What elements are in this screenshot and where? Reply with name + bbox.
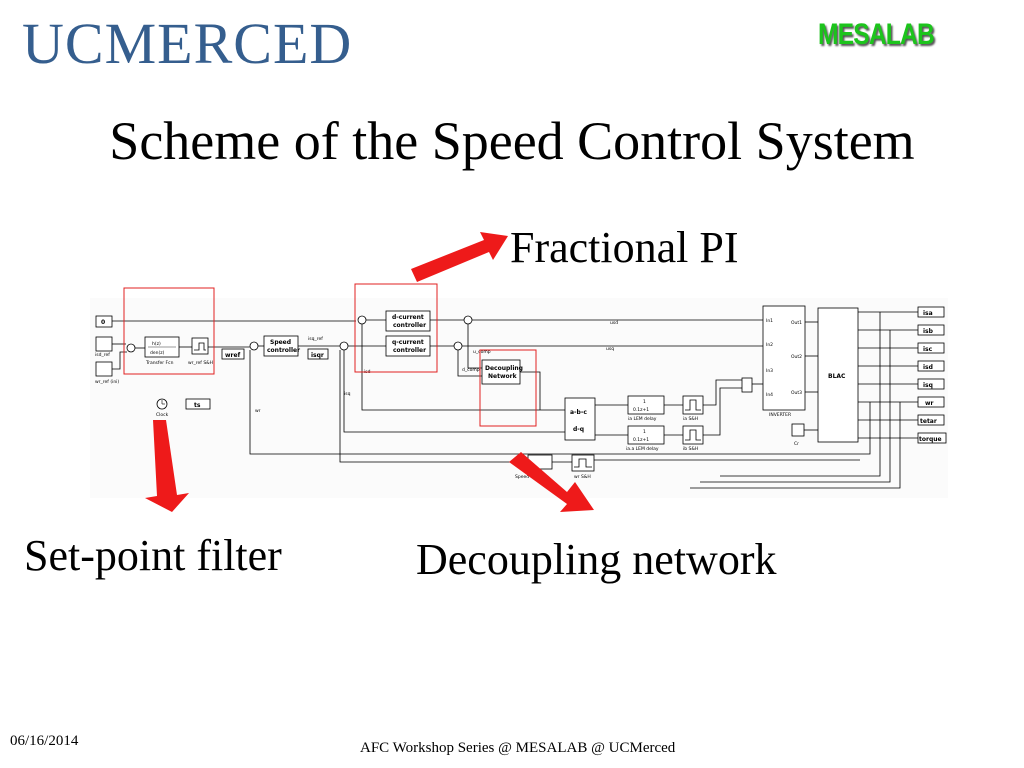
arrow-to-fractional-pi: [411, 232, 508, 282]
output-wr-label: wr: [925, 400, 934, 407]
wref-goto-block: [221, 348, 245, 360]
isqr-label: isqr: [311, 352, 324, 359]
sum-junction-d: [357, 315, 367, 325]
slide-title: Scheme of the Speed Control System: [109, 111, 915, 171]
sum-junction-usq: [453, 341, 463, 351]
transfer-fcn-caption: Transfer Fcn: [145, 360, 174, 366]
d-current-line1: d-current: [392, 314, 424, 321]
decoupling-line1: Decoupling: [485, 365, 523, 372]
ia-lem-caption: ia LEM delay: [628, 416, 657, 422]
decoupling-network-block: [481, 359, 521, 385]
isqr-block: [307, 348, 329, 360]
ts-block: [185, 398, 211, 410]
output-torque-label: torque: [919, 436, 942, 443]
sum-junction-q: [339, 341, 349, 351]
isq-signal-label: isq: [344, 391, 351, 397]
cr-block: [791, 423, 805, 437]
isd-ref-label: isd_ref: [95, 352, 110, 358]
footer-date: 06/16/2014: [10, 733, 79, 749]
setpoint-filter-annotation: Set-point filter: [24, 531, 282, 580]
sum-junction-speed: [249, 341, 259, 351]
ts-label: ts: [194, 402, 201, 409]
wr-sh-label: wr S&H: [574, 474, 591, 480]
ia-sh-block: [682, 395, 704, 415]
sum-junction-1: [126, 343, 136, 353]
decoupling-network-highlight: [479, 349, 537, 427]
output-gotos: isa isb isc isd isq wr tetar torque: [917, 306, 947, 444]
output-isc-label: isc: [923, 346, 933, 353]
blac-motor-block: [817, 307, 859, 443]
q-current-line1: q-current: [392, 339, 424, 346]
constant-zero-block: [95, 315, 113, 328]
in4-label: In4: [766, 392, 773, 398]
arrow-to-decoupling-network: [509, 452, 594, 512]
d-current-line2: controller: [393, 322, 426, 329]
isq-ref-label: isq_ref: [308, 336, 323, 342]
footer-series: AFC Workshop Series @ MESALAB @ UCMerced: [360, 740, 676, 756]
fractional-pi-annotation: Fractional PI: [510, 223, 739, 272]
usd-label: usd: [610, 320, 618, 326]
wr-ref-sh-label: wr_ref S&H: [188, 360, 213, 366]
blac-label: BLAC: [828, 373, 846, 380]
wr-ref-sh-block: [191, 337, 209, 355]
arrow-to-setpoint-filter: [145, 420, 189, 512]
in2-label: In2: [766, 342, 773, 348]
logo-text: UCMERCED: [22, 11, 353, 76]
uq-comp-label: u_comp: [473, 350, 491, 355]
speed-controller-line2: controller: [267, 347, 300, 354]
out2-label: Out2: [791, 354, 802, 360]
out3-label: Out3: [791, 390, 802, 396]
decoupling-line2: Network: [488, 373, 518, 380]
ib-sh-label: ib S&H: [683, 446, 698, 452]
ia-lem-den: 0.1z+1: [633, 407, 649, 413]
wr-ref-label: wr_ref (ini): [95, 379, 119, 385]
ia-sh-label: ia S&H: [683, 416, 698, 422]
ia-lem-num: 1: [643, 399, 646, 405]
sum-junction-usd: [463, 315, 473, 325]
cr-label: Cr: [794, 441, 799, 447]
output-isb-label: isb: [923, 328, 934, 335]
constant-zero-label: 0: [101, 319, 105, 326]
wr-signal-label: wr: [255, 408, 261, 414]
signal-wires: [112, 311, 918, 489]
out1-label: Out1: [791, 320, 802, 326]
in3-label: In3: [766, 368, 773, 374]
ib-lem-caption: ia.a LEM delay: [626, 446, 659, 452]
ib-lem-num: 1: [643, 429, 646, 435]
setpoint-filter-highlight: [123, 287, 215, 375]
wref-label: wref: [225, 352, 241, 359]
in1-label: In1: [766, 318, 773, 324]
wr-sh-block: [571, 454, 595, 472]
inverter-label: INVERTER: [769, 412, 791, 418]
d-current-controller-block: [385, 310, 431, 332]
speed-small-label: Speed: [515, 474, 529, 480]
output-tetar-label: tetar: [920, 418, 937, 425]
output-isd-label: isd: [923, 364, 933, 371]
output-isq-label: isq: [923, 382, 933, 389]
isd-ref-block: [95, 336, 113, 352]
abc-label: a-b-c: [570, 409, 587, 416]
ud-comp-label: d_comp: [462, 367, 480, 373]
transfer-fcn-den: den(z): [150, 350, 165, 356]
abc-dq-block: [564, 397, 596, 441]
decoupling-network-annotation: Decoupling network: [416, 535, 777, 584]
ucmerced-logo: UCMERCED: [22, 10, 353, 76]
ib-lem-den: 0.1z+1: [633, 437, 649, 443]
ib-sh-block: [682, 425, 704, 445]
inverter-input-block: [741, 377, 753, 393]
wr-ref-block: [95, 361, 113, 377]
mesalab-logo: MESALAB: [818, 18, 935, 51]
speed-controller-line1: Speed: [270, 339, 291, 346]
fractional-pi-highlight: [354, 283, 438, 373]
clock-label: Clock: [156, 412, 169, 418]
output-isa-label: isa: [923, 310, 933, 317]
transfer-fcn-num: h(z): [152, 341, 161, 347]
dq-label: d-q: [573, 426, 584, 433]
inverter-block: [762, 305, 806, 411]
q-current-line2: controller: [393, 347, 426, 354]
usq-label: usq: [606, 347, 614, 352]
